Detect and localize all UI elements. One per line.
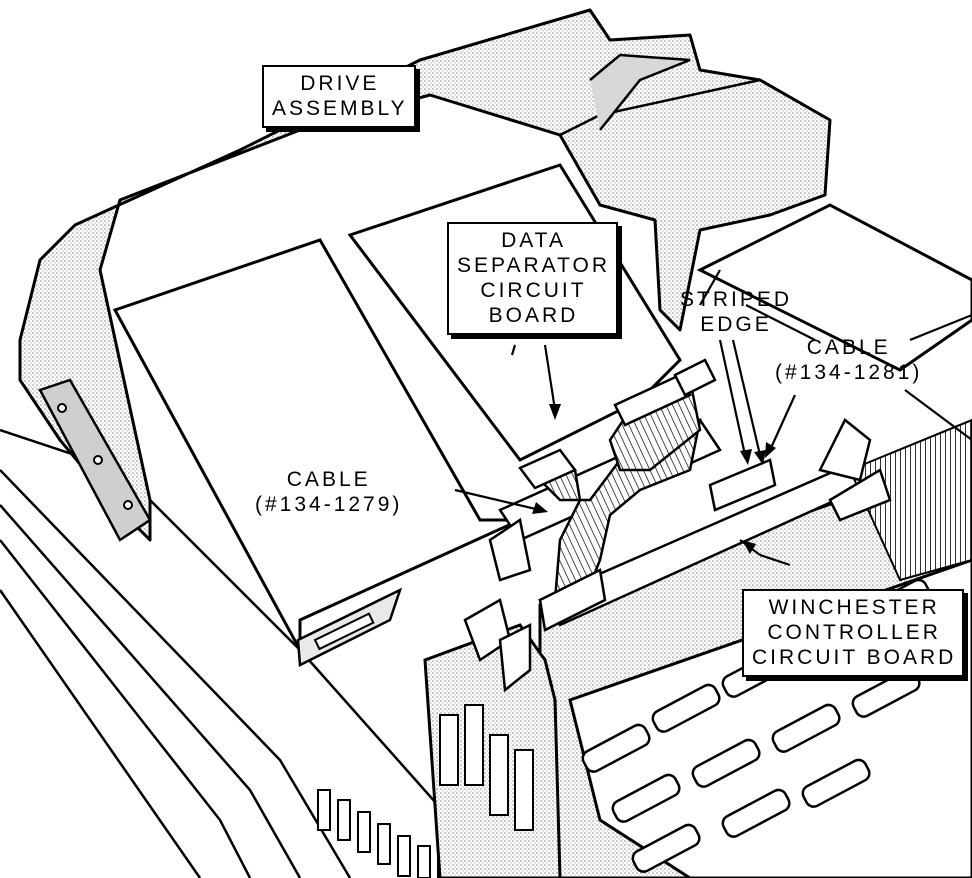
drive-right [696, 203, 972, 372]
drive-assembly-label: DRIVE ASSEMBLY [262, 65, 416, 128]
drive-frame [18, 8, 832, 542]
striped-edge-label: STRIPED EDGE [680, 288, 793, 336]
winchester-controller-label: WINCHESTER CONTROLLER CIRCUIT BOARD [742, 589, 965, 677]
data-separator-label: DATA SEPARATOR CIRCUIT BOARD [447, 222, 619, 335]
cable-1279-label: CABLE (#134-1279) [255, 468, 403, 516]
chassis [0, 428, 461, 878]
leader-lines [454, 269, 972, 567]
cable-1281-label: CABLE (#134-1281) [775, 336, 923, 384]
cable-134-1279 [537, 418, 702, 612]
chassis-vents [317, 789, 451, 878]
arrowheads [532, 404, 776, 554]
